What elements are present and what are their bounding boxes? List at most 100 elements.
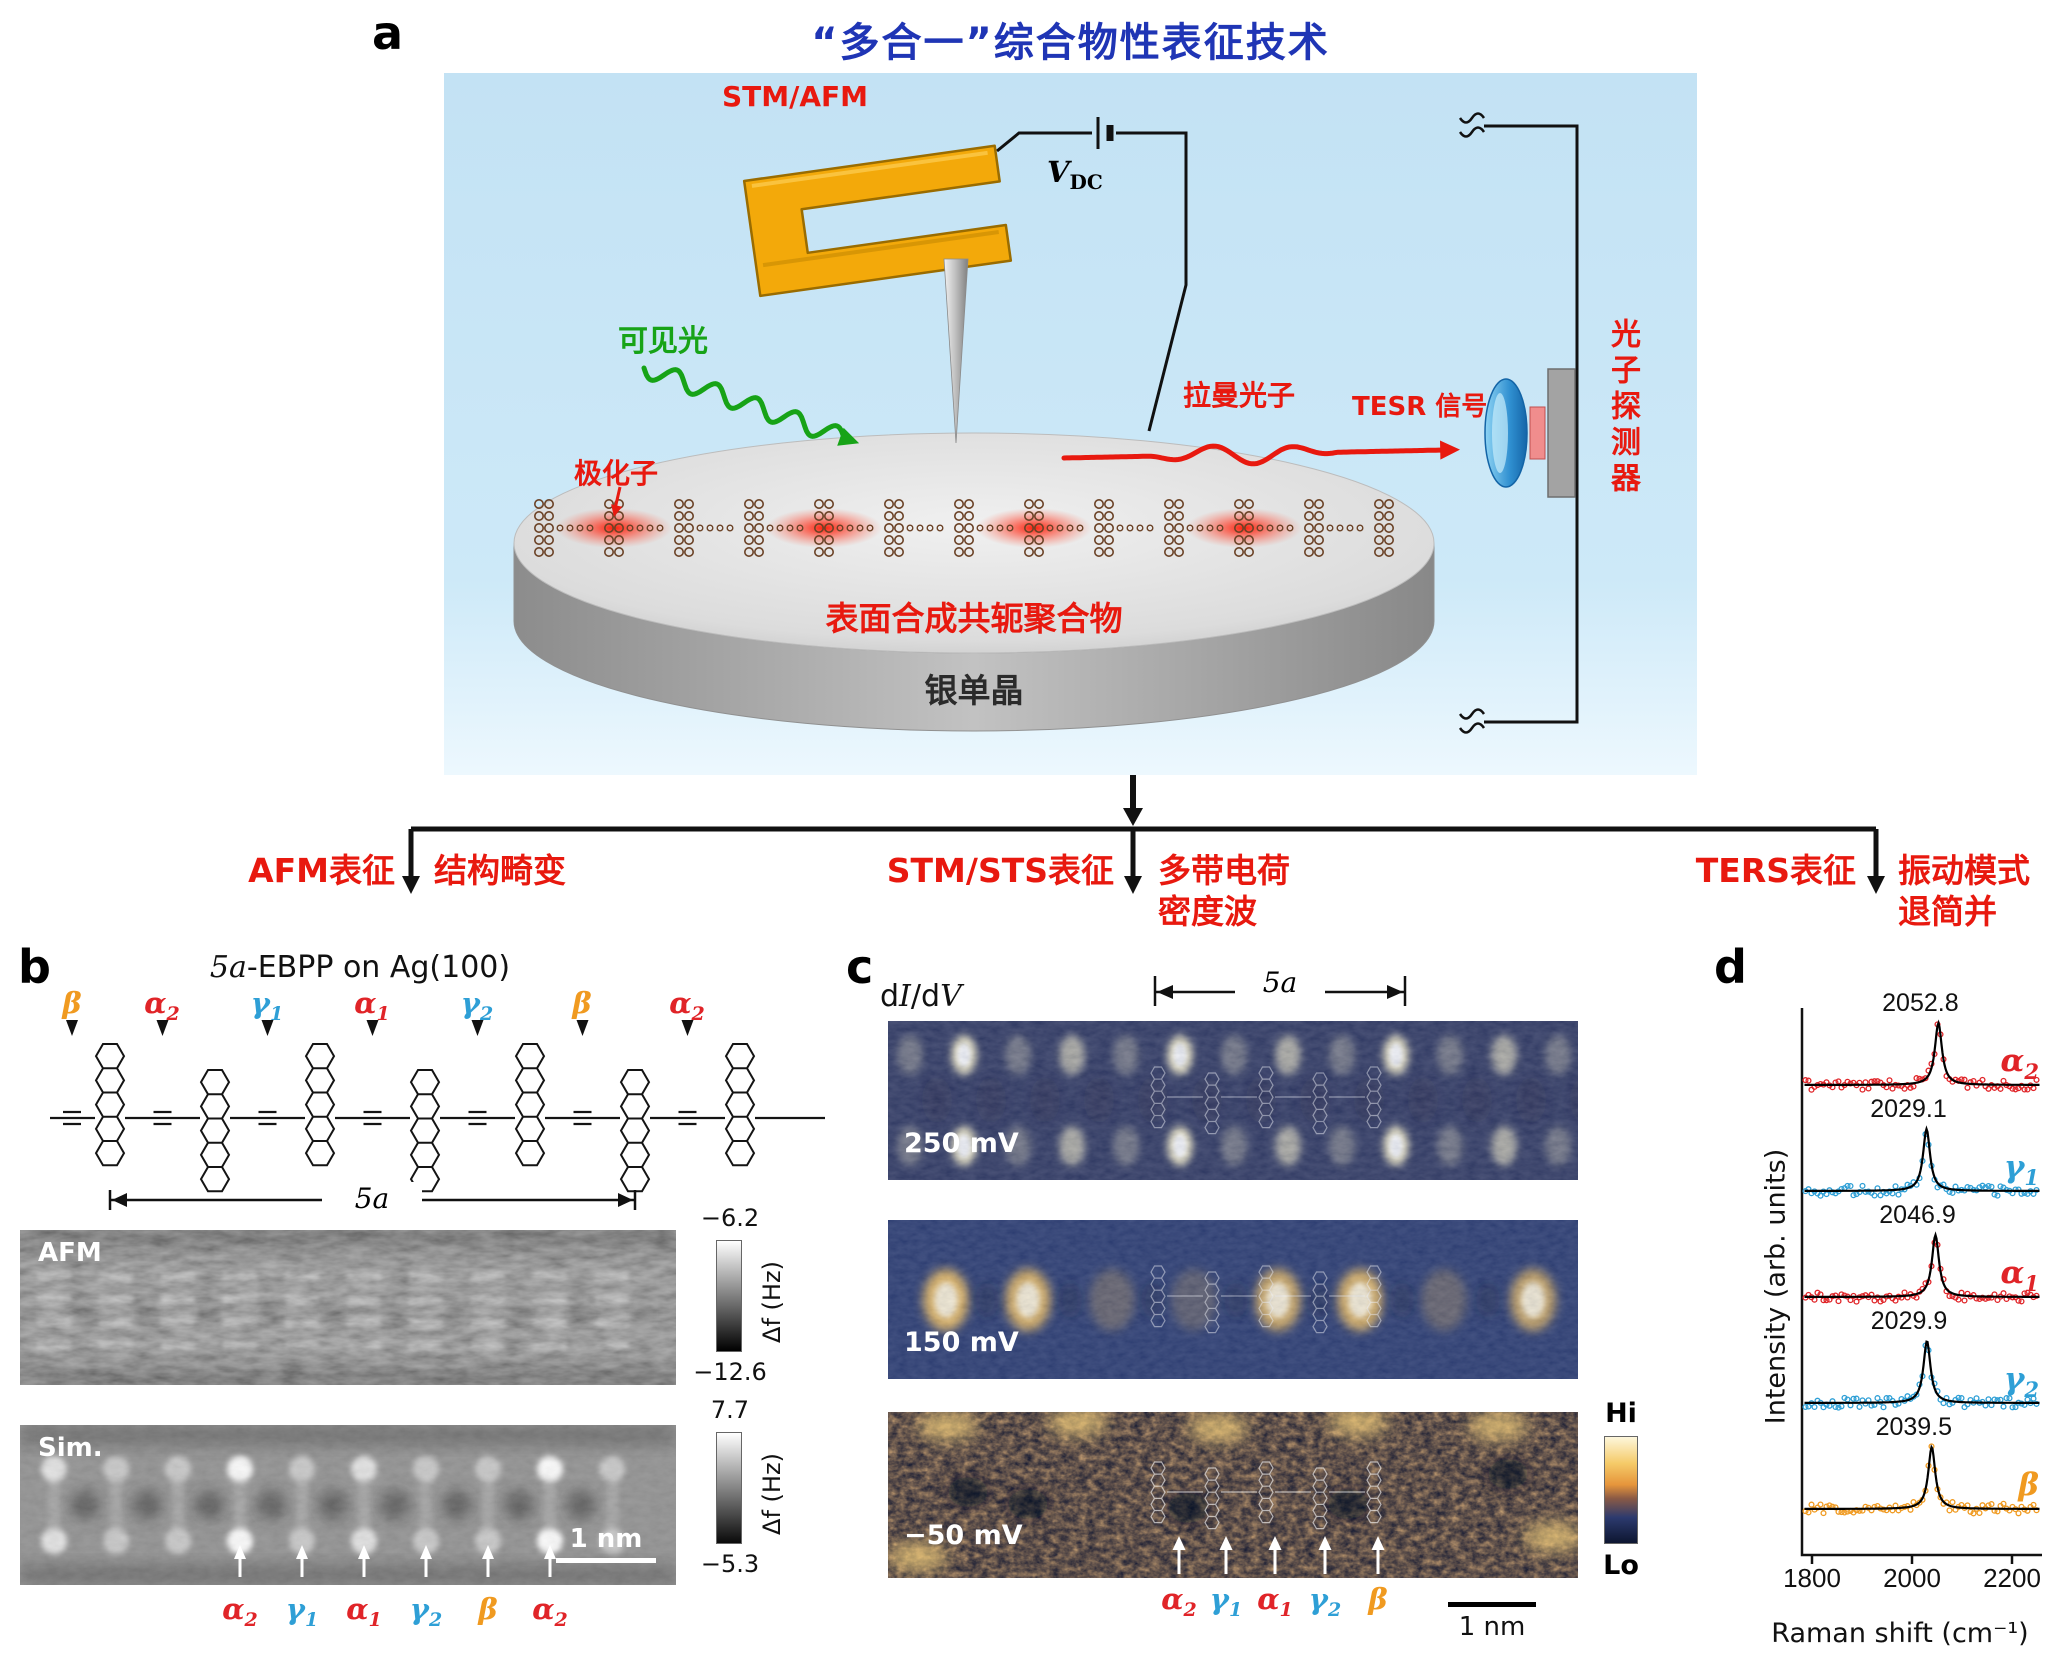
raman-photon-label: 拉曼光子 [1182, 379, 1295, 412]
afm-image-label: AFM [38, 1238, 102, 1268]
branch-afm-method: AFM表征 [248, 851, 395, 890]
colorbar-hi-label: Hi [1605, 1398, 1637, 1429]
branch-ters-method: TERS表征 [1695, 851, 1856, 890]
sim-site-label-2: α1 [346, 1592, 382, 1631]
sim-site-label-4: β [478, 1592, 498, 1626]
bond-label-1: α2 [144, 986, 180, 1025]
sim-image-label: Sim. [38, 1433, 103, 1463]
sim-scale-max: 7.7 [710, 1396, 750, 1424]
branch-arrows [402, 775, 1885, 894]
silver-crystal-disk [513, 432, 1435, 732]
sim-colorbar [716, 1432, 742, 1544]
qplus-sensor [742, 144, 1013, 298]
sim-scale-unit: Δf (Hz) [758, 1453, 786, 1535]
sim-site-label-5: α2 [532, 1592, 568, 1631]
afm-scale-unit: Δf (Hz) [758, 1261, 786, 1343]
panel-d-label: d [1714, 940, 1747, 994]
branch-afm-result: 结构畸变 [434, 851, 566, 890]
svg-text:2052.8: 2052.8 [1882, 990, 1958, 1017]
raman-spectra-plot: 1800 2000 2200 2052.8 α2 2029.1 γ1 2046.9 α1 2029… [1783, 990, 2042, 1590]
sim-image [20, 1425, 676, 1585]
bias-label-minus50: −50 mV [904, 1520, 1023, 1551]
svg-text:α2: α2 [2001, 1043, 2039, 1084]
didv-map-250mv [888, 1021, 1578, 1180]
x-axis-label: Raman shift (cm⁻¹) [1771, 1618, 2029, 1649]
c-colorbar [1604, 1436, 1638, 1544]
detector-label: 光子探测器 [1605, 318, 1640, 498]
c-span-label: 5a [1235, 966, 1325, 999]
svg-text:α1: α1 [2001, 1255, 2039, 1296]
didv-d2: /d [910, 979, 941, 1014]
didv-label: dI/dV [880, 979, 962, 1014]
svg-text:2029.9: 2029.9 [1871, 1307, 1947, 1335]
bias-label-250: 250 mV [904, 1128, 1019, 1159]
panel-b-label: b [18, 940, 51, 994]
bond-label-2: γ1 [250, 986, 284, 1025]
svg-text:2039.5: 2039.5 [1876, 1413, 1952, 1441]
panel-b-title-rest: -EBPP on Ag(100) [246, 950, 511, 985]
c-scalebar-label: 1 nm [1458, 1612, 1526, 1642]
svg-text:γ2: γ2 [2004, 1361, 2039, 1402]
stm-tip [943, 258, 969, 444]
b-span-text: 5a [354, 1182, 390, 1215]
bond-label-3: α1 [354, 986, 390, 1025]
tesr-signal-label: TESR 信号 [1352, 392, 1488, 422]
afm-image [20, 1230, 676, 1385]
branch-sts-result: 多带电荷 密度波 [1158, 851, 1290, 932]
didv-v: V [940, 979, 962, 1014]
svg-text:2046.9: 2046.9 [1879, 1201, 1955, 1229]
didv-i: I [899, 979, 911, 1014]
c-scalebar [1448, 1602, 1536, 1607]
svg-text:β: β [2017, 1467, 2039, 1503]
bond-label-5: β [572, 986, 592, 1020]
didv-map-150mv [888, 1220, 1578, 1379]
c-span-text: 5a [1262, 966, 1298, 999]
bias-symbol: V [1047, 155, 1070, 189]
afm-scale-max: −6.2 [700, 1204, 760, 1232]
svg-text:2000: 2000 [1883, 1563, 1941, 1590]
bias-subscript: DC [1069, 169, 1103, 194]
svg-text:2029.1: 2029.1 [1870, 1095, 1946, 1123]
panel-a-label: a [372, 6, 404, 60]
sim-site-label-3: γ2 [409, 1592, 443, 1631]
sts-site-label-3: γ2 [1308, 1582, 1342, 1621]
bond-label-4: γ2 [460, 986, 494, 1025]
svg-text:1800: 1800 [1783, 1563, 1841, 1590]
sts-site-label-1: γ1 [1209, 1582, 1243, 1621]
sim-site-label-1: γ1 [285, 1592, 319, 1631]
polaron-label: 极化子 [573, 457, 658, 490]
chemical-structure [50, 1020, 825, 1210]
circuit-wires [996, 124, 1579, 724]
figure-title: “多合一”综合物性表征技术 [811, 20, 1330, 66]
didv-d1: d [880, 979, 900, 1014]
afm-scale-min: −12.6 [693, 1358, 767, 1386]
polymer-label: 表面合成共轭聚合物 [825, 599, 1123, 638]
svg-text:2200: 2200 [1983, 1563, 2041, 1590]
branch-sts-method: STM/STS表征 [886, 851, 1114, 890]
visible-light-label: 可见光 [618, 324, 708, 359]
bond-label-0: β [62, 986, 82, 1020]
sts-site-label-4: β [1368, 1582, 1388, 1616]
battery-icon [1096, 117, 1114, 149]
colorbar-lo-label: Lo [1603, 1550, 1639, 1581]
sim-scale-min: −5.3 [700, 1550, 760, 1578]
didv-map-minus50mv [888, 1412, 1578, 1578]
y-axis-label: Intensity (arb. units) [1760, 1148, 1792, 1425]
light-beams [611, 365, 1460, 517]
sts-site-label-2: α1 [1257, 1582, 1293, 1621]
wire-break-icon [1458, 112, 1486, 734]
probe-label: STM/AFM [721, 80, 868, 113]
panel-a-schematic [444, 73, 1697, 775]
photon-detector-icon [1484, 368, 1576, 498]
substrate-label: 银单晶 [924, 671, 1024, 710]
svg-text:γ1: γ1 [2004, 1149, 2039, 1190]
sts-site-label-0: α2 [1161, 1582, 1197, 1621]
b-scalebar [556, 1558, 656, 1563]
b-scalebar-label: 1 nm [569, 1524, 643, 1554]
bias-label-150: 150 mV [904, 1327, 1019, 1358]
panel-b-title: 5a-EBPP on Ag(100) [110, 950, 610, 985]
bias-label: VDC [1047, 155, 1103, 194]
polymer-chain [534, 498, 1394, 557]
sim-site-label-0: α2 [222, 1592, 258, 1631]
